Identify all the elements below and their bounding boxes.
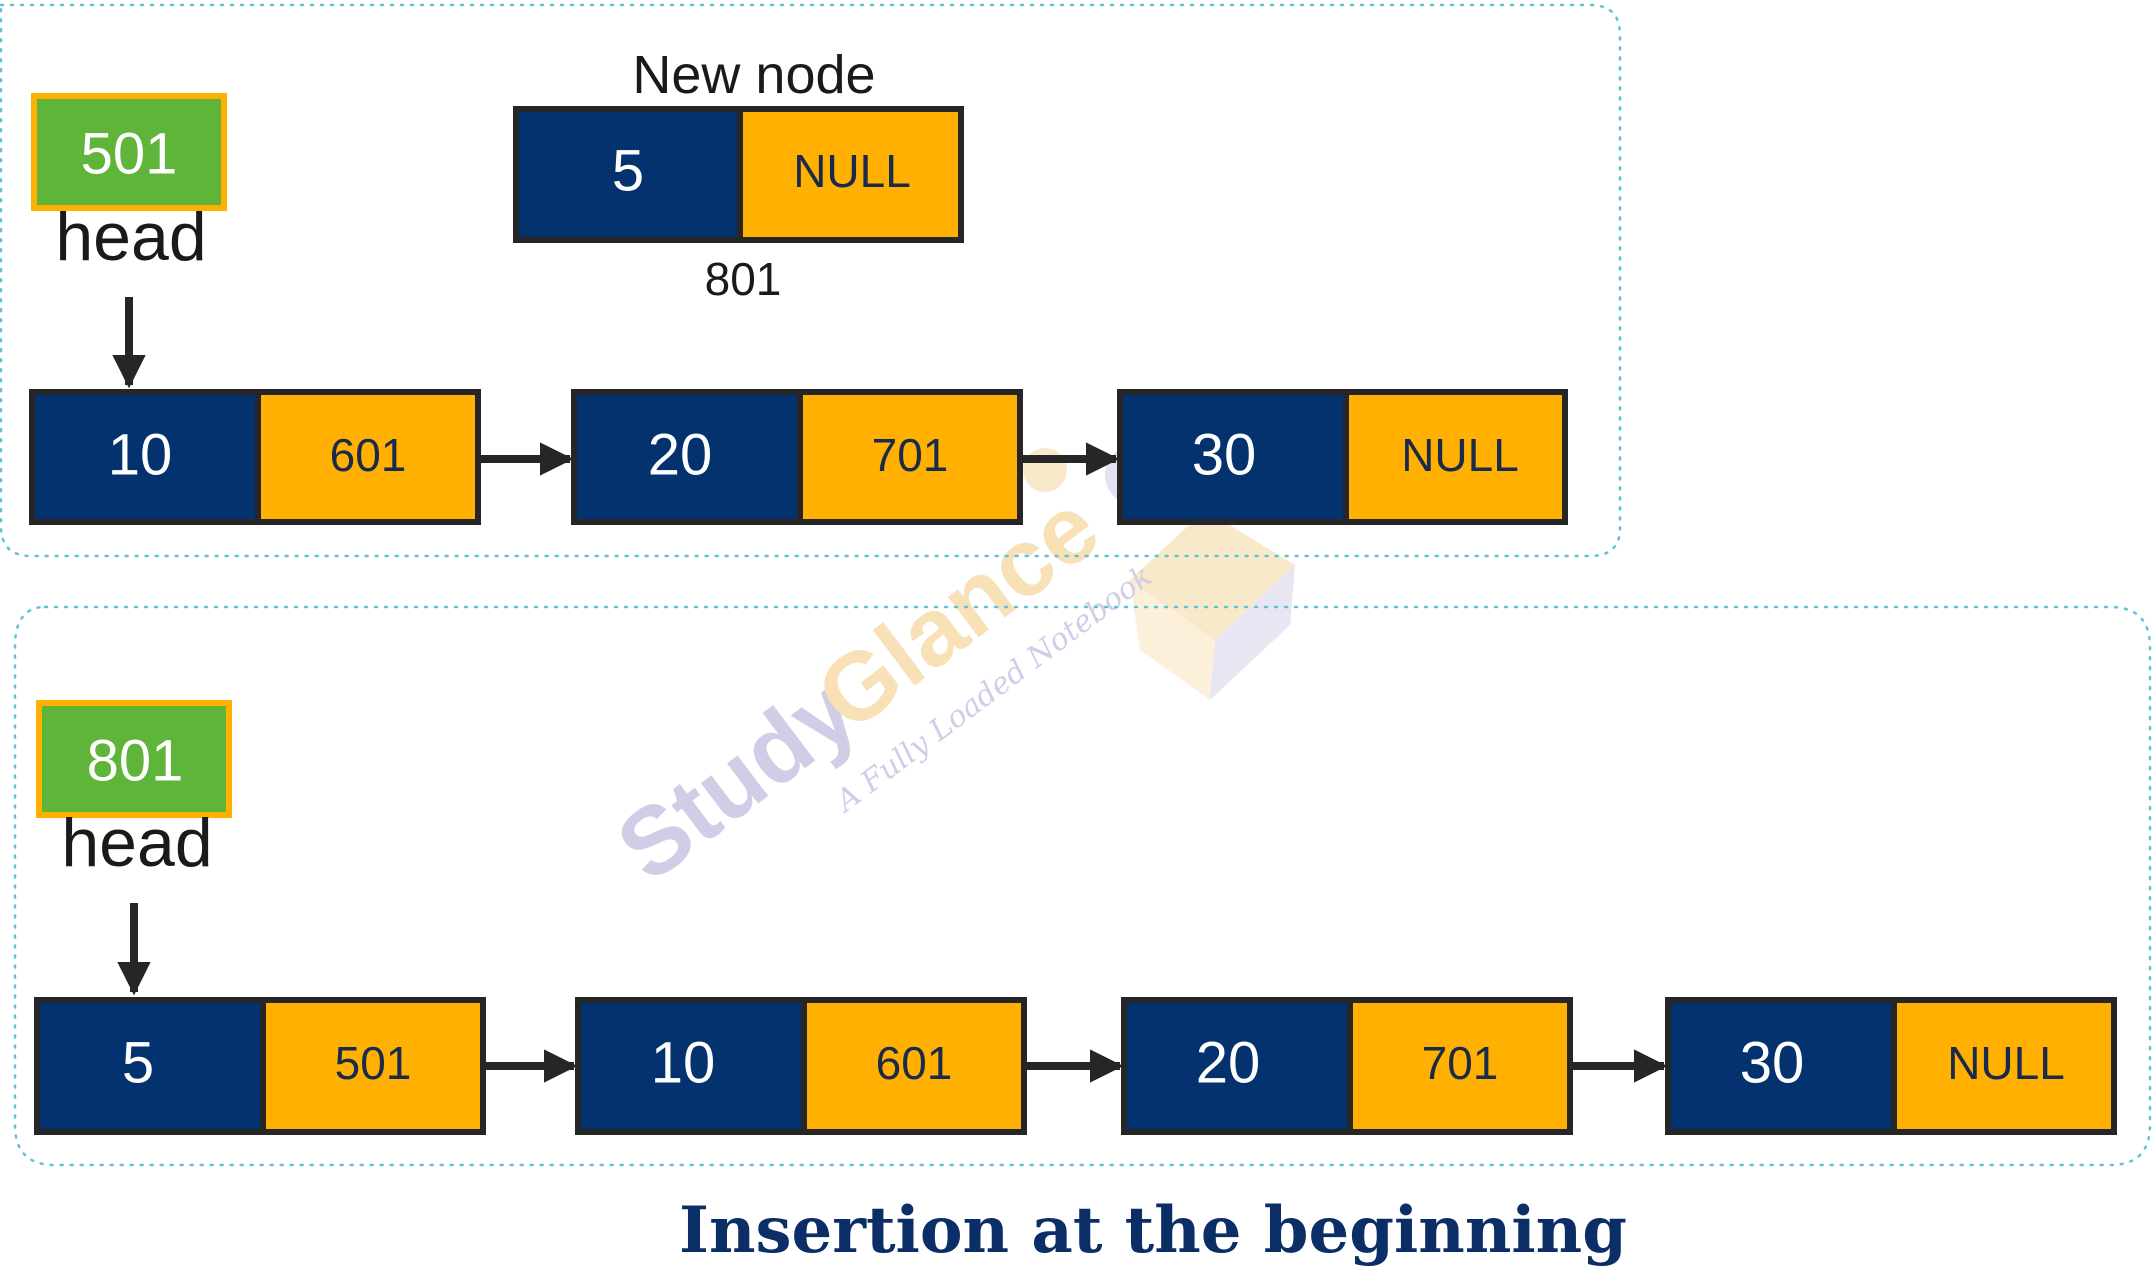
- top-panel: 501 head New node 5 NULL 801 10 601: [29, 45, 1568, 525]
- top-node-1-data: 10: [108, 422, 173, 487]
- head-pointer-value: 501: [81, 121, 178, 186]
- top-node-2: 20 701: [571, 389, 1023, 525]
- bottom-node-3-next: 701: [1422, 1037, 1499, 1089]
- new-node-next: NULL: [793, 145, 911, 197]
- bottom-node-2-next: 601: [876, 1037, 953, 1089]
- bottom-node-1-next: 501: [335, 1037, 412, 1089]
- head-pointer-box: 801: [36, 700, 232, 818]
- head-pointer-value: 801: [87, 728, 184, 793]
- bottom-node-4-data: 30: [1740, 1030, 1805, 1095]
- diagram-title: Insertion at the beginning: [679, 1193, 1627, 1268]
- top-node-2-data: 20: [648, 422, 713, 487]
- bottom-node-2: 10 601: [575, 997, 1027, 1135]
- head-pointer-box: 501: [31, 93, 227, 211]
- bottom-node-1: 5 501: [34, 997, 486, 1135]
- top-node-3-data: 30: [1192, 422, 1257, 487]
- new-node-address: 801: [705, 253, 782, 305]
- top-node-1-next: 601: [330, 429, 407, 481]
- new-node: 5 NULL: [513, 106, 964, 243]
- top-node-2-next: 701: [872, 429, 949, 481]
- new-node-data: 5: [612, 138, 644, 203]
- top-node-3: 30 NULL: [1117, 389, 1568, 525]
- bottom-node-4: 30 NULL: [1665, 997, 2117, 1135]
- top-node-1: 10 601: [29, 389, 481, 525]
- bottom-node-3: 20 701: [1121, 997, 1573, 1135]
- head-label: head: [55, 199, 206, 275]
- new-node-label: New node: [632, 45, 875, 105]
- bottom-panel: 801 head 5 501 10 601 20 701: [34, 700, 2117, 1135]
- top-panel-frame: [0, 3, 1622, 558]
- bottom-node-1-data: 5: [122, 1030, 154, 1095]
- bottom-node-4-next: NULL: [1947, 1037, 2065, 1089]
- bottom-panel-frame: [13, 605, 2152, 1167]
- head-label: head: [61, 805, 212, 881]
- top-node-3-next: NULL: [1401, 429, 1519, 481]
- bottom-node-2-data: 10: [651, 1030, 716, 1095]
- bottom-node-3-data: 20: [1196, 1030, 1261, 1095]
